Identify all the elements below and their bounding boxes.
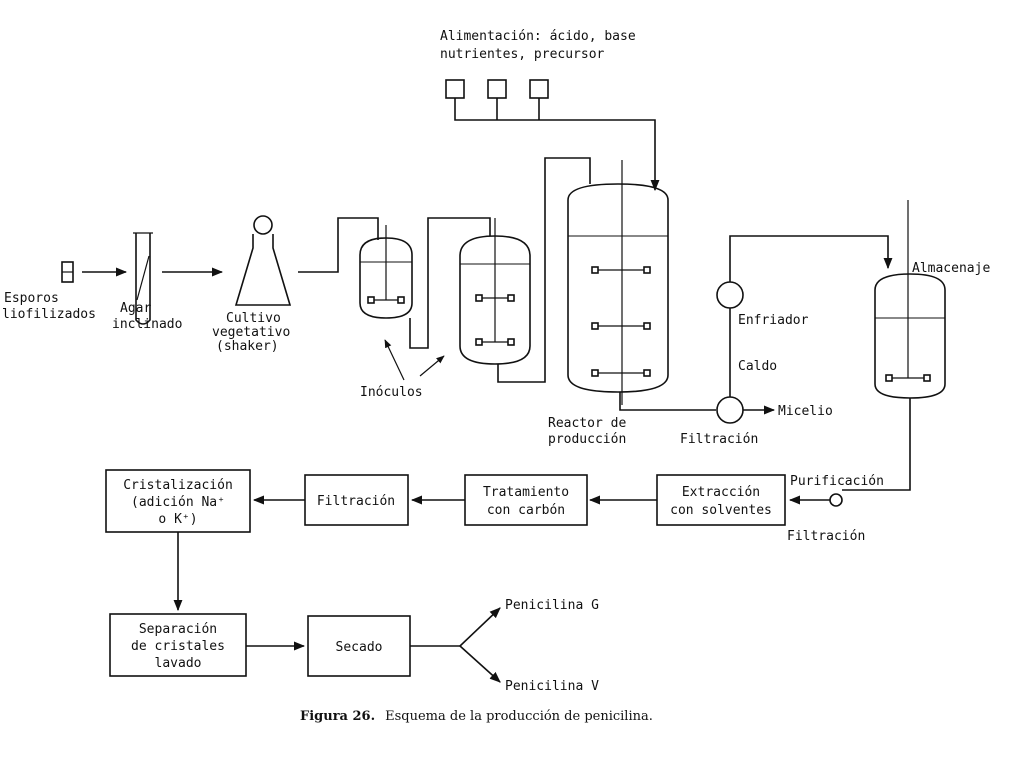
- crystallization-label-1: Cristalización: [123, 478, 233, 493]
- line-storage-to-filter2: [842, 398, 911, 491]
- filtration-label-1: Filtración: [680, 432, 758, 447]
- spores-label-2: liofilizados: [2, 307, 96, 322]
- filtration-box: [304, 474, 409, 526]
- feed-tanks: [445, 79, 660, 192]
- filtration-box-label: Filtración: [317, 494, 395, 509]
- culture-label-1: Cultivo: [226, 311, 281, 326]
- drying-label: Secado: [336, 640, 383, 655]
- crystallization-label-2: (adición Na⁺: [131, 495, 225, 510]
- feed-label-line2: nutrientes, precursor: [440, 47, 605, 62]
- agar-label-2: inclinado: [112, 317, 182, 332]
- carbon-treatment-box: [464, 474, 588, 526]
- carbon-label-1: Tratamiento: [483, 485, 569, 500]
- crystallization-label-3: o K⁺): [158, 512, 197, 527]
- filtration-label-2: Filtración: [787, 529, 865, 544]
- penicillin-v-label: Penicilina V: [505, 679, 599, 694]
- line-flask-to-inoculum1: [298, 217, 379, 273]
- drying-box: [307, 615, 411, 677]
- inoculum-tank-2: [459, 218, 531, 365]
- feed-line: [454, 98, 660, 192]
- separation-label-3: lavado: [155, 656, 202, 671]
- purification-label: Purificación: [790, 474, 884, 489]
- separation-label-2: de cristales: [131, 639, 225, 654]
- culture-label-3: (shaker): [216, 339, 279, 354]
- carbon-label-2: con carbón: [487, 503, 565, 518]
- arrow-to-penicillin-v: [459, 645, 501, 683]
- separation-box: [109, 613, 247, 677]
- line-cooler-to-storage: [729, 235, 893, 282]
- line-reactor-to-filter: [619, 392, 716, 411]
- feed-tank-acid: [445, 79, 465, 99]
- inocula-label: Inóculos: [360, 385, 423, 400]
- storage-tank: [874, 200, 946, 399]
- mycelium-label: Micelio: [778, 404, 833, 419]
- extraction-label-2: con solventes: [670, 503, 772, 518]
- arrow-inocula-tank1: [384, 339, 405, 381]
- agar-label-1: Agar: [120, 301, 151, 316]
- crystallization-box: [105, 469, 251, 533]
- culture-label-2: vegetativo: [212, 325, 290, 340]
- extraction-label-1: Extracción: [682, 485, 760, 500]
- shaker-flask: [234, 215, 292, 306]
- reactor-label-2: producción: [548, 432, 626, 447]
- line-inoculum1-to-2: [409, 217, 491, 349]
- caption-text: Esquema de la producción de penicilina.: [385, 709, 653, 724]
- production-reactor: [567, 160, 669, 405]
- extraction-box: [656, 474, 786, 526]
- filter-1: [716, 396, 744, 424]
- filter-2: [829, 493, 843, 507]
- feed-label-line1: Alimentación: ácido, base: [440, 29, 636, 44]
- separation-label-1: Separación: [139, 622, 217, 637]
- agar-slant-tube: [133, 232, 153, 325]
- caption-label: Figura 26.: [300, 709, 375, 724]
- broth-label: Caldo: [738, 359, 777, 374]
- reactor-label-1: Reactor de: [548, 416, 626, 431]
- figure-caption: Figura 26. Esquema de la producción de p…: [300, 707, 653, 724]
- feed-tank-nutrients: [529, 79, 549, 99]
- cooler: [716, 281, 744, 309]
- inoculum-tank-1: [359, 225, 413, 319]
- line-inoculum2-to-reactor: [497, 157, 591, 383]
- feed-tank-base: [487, 79, 507, 99]
- penicillin-g-label: Penicilina G: [505, 598, 599, 613]
- storage-label: Almacenaje: [912, 261, 990, 276]
- arrow-inocula-tank2: [419, 355, 445, 377]
- arrow-to-penicillin-g: [459, 607, 501, 647]
- spores-label-1: Esporos: [4, 291, 59, 306]
- cooler-label: Enfriador: [738, 313, 809, 328]
- spores-vial: [61, 261, 74, 283]
